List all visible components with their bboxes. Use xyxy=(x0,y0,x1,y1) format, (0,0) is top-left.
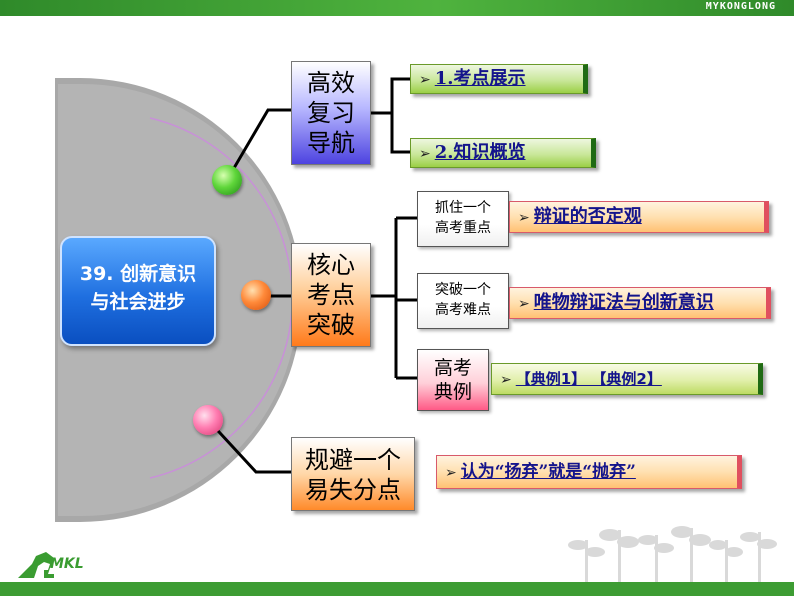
arrow-right-icon: ➢ xyxy=(500,372,512,388)
connector-link2 xyxy=(390,113,410,154)
difficult-point-line2: 高考难点 xyxy=(435,302,491,318)
plant-decoration xyxy=(568,526,777,590)
bottom-banner xyxy=(0,582,794,596)
top-banner: MYKONGLONG xyxy=(0,0,794,16)
green-ball-icon xyxy=(212,165,242,195)
sublation-misconception-link-label: 认为“扬弃”就是“抛弃” xyxy=(460,462,636,482)
exam-examples-line1: 高考 xyxy=(433,357,472,379)
difficult-point-node: 突破一个 高考难点 xyxy=(417,273,509,329)
avoid-mistake-node: 规避一个 易失分点 xyxy=(291,437,415,511)
center-topic: 39. 创新意识 与社会进步 xyxy=(60,236,216,346)
dialectical-negation-link[interactable]: ➢辩证的否定观 xyxy=(509,201,769,233)
dinosaur-logo-icon xyxy=(18,552,54,578)
core-line1: 核心 xyxy=(307,251,355,279)
exam-examples-line2: 典例 xyxy=(433,381,472,403)
typical-examples-link[interactable]: ➢【典例1】 【典例2】 xyxy=(491,363,763,395)
arrow-right-icon: ➢ xyxy=(419,146,431,162)
typical-examples-link-label: 【典例1】 【典例2】 xyxy=(515,370,662,388)
key-point-line1: 抓住一个 xyxy=(435,200,491,216)
core-line2: 考点 xyxy=(307,281,355,309)
review-navigation-node: 高效 复习 导航 xyxy=(291,61,371,165)
core-breakthrough-node: 核心 考点 突破 xyxy=(291,243,371,347)
dialectical-negation-link-label: 辩证的否定观 xyxy=(533,206,642,227)
review-line3: 导航 xyxy=(307,129,355,157)
avoid-line1: 规避一个 xyxy=(305,446,401,474)
connector-avoid xyxy=(206,418,291,474)
knowledge-overview-link[interactable]: ➢2.知识概览 xyxy=(410,138,596,168)
arrow-right-icon: ➢ xyxy=(518,210,530,226)
sublation-misconception-link[interactable]: ➢认为“扬弃”就是“抛弃” xyxy=(436,455,742,489)
logo-text: MKL xyxy=(50,556,84,572)
center-topic-line2: 与社会进步 xyxy=(90,291,186,313)
dialectics-innovation-link-label: 唯物辩证法与创新意识 xyxy=(533,292,714,313)
exam-points-link-label: 1.考点展示 xyxy=(434,68,526,89)
dialectics-innovation-link[interactable]: ➢唯物辩证法与创新意识 xyxy=(509,287,771,319)
connector-review xyxy=(225,108,291,181)
difficult-point-line1: 突破一个 xyxy=(435,282,491,298)
orange-ball-icon xyxy=(241,280,271,310)
exam-examples-node: 高考 典例 xyxy=(417,349,489,411)
arrow-right-icon: ➢ xyxy=(445,465,457,481)
key-point-line2: 高考重点 xyxy=(435,220,491,236)
center-topic-line1: 39. 创新意识 xyxy=(79,263,197,285)
knowledge-overview-link-label: 2.知识概览 xyxy=(434,142,526,163)
pink-ball-icon xyxy=(193,405,223,435)
connector-link1 xyxy=(371,77,410,115)
review-line2: 复习 xyxy=(307,99,355,127)
avoid-line2: 易失分点 xyxy=(305,476,401,504)
arrow-right-icon: ➢ xyxy=(419,72,431,88)
review-line1: 高效 xyxy=(307,69,355,97)
core-line3: 突破 xyxy=(307,311,355,339)
arrow-right-icon: ➢ xyxy=(518,296,530,312)
key-point-node: 抓住一个 高考重点 xyxy=(417,191,509,247)
brand-text: MYKONGLONG xyxy=(705,1,776,12)
exam-points-link[interactable]: ➢1.考点展示 xyxy=(410,64,588,94)
